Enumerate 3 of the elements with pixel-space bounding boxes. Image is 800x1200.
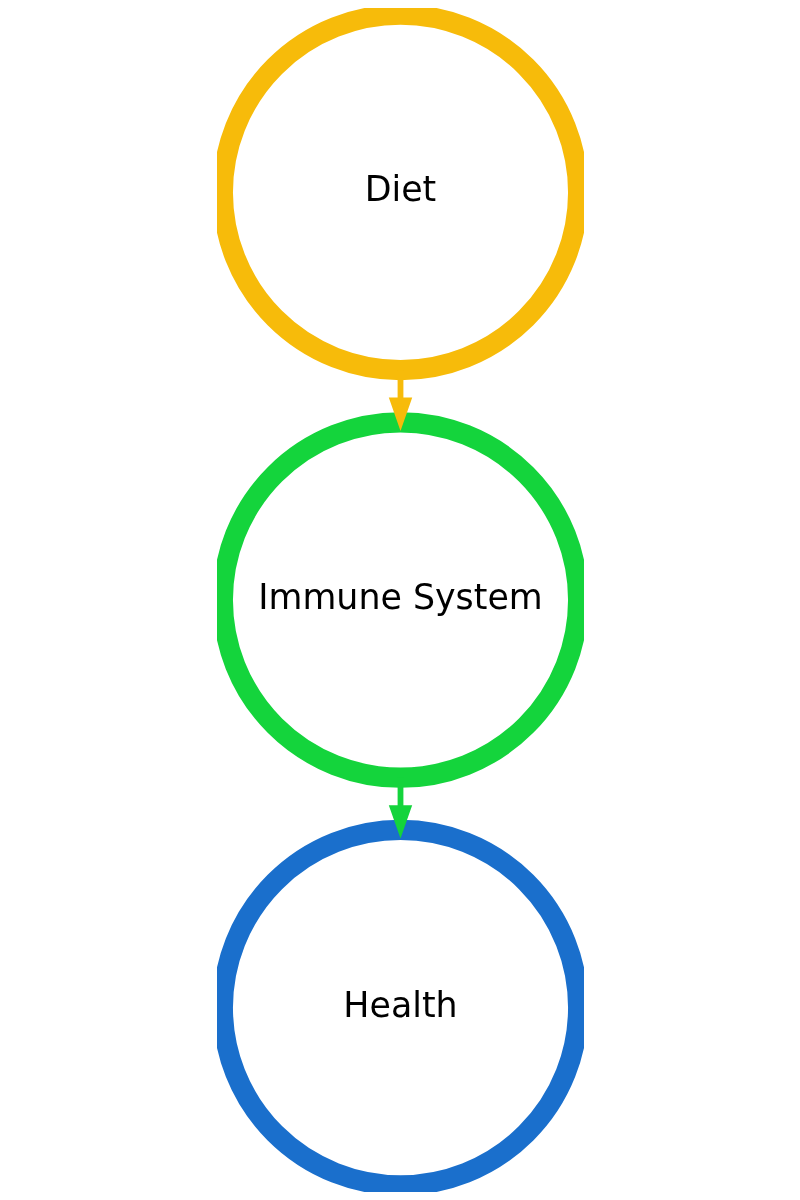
node-circle: Health bbox=[216, 819, 584, 1192]
node-circle: Diet bbox=[216, 8, 584, 381]
node-circle: Immune System bbox=[216, 412, 584, 788]
